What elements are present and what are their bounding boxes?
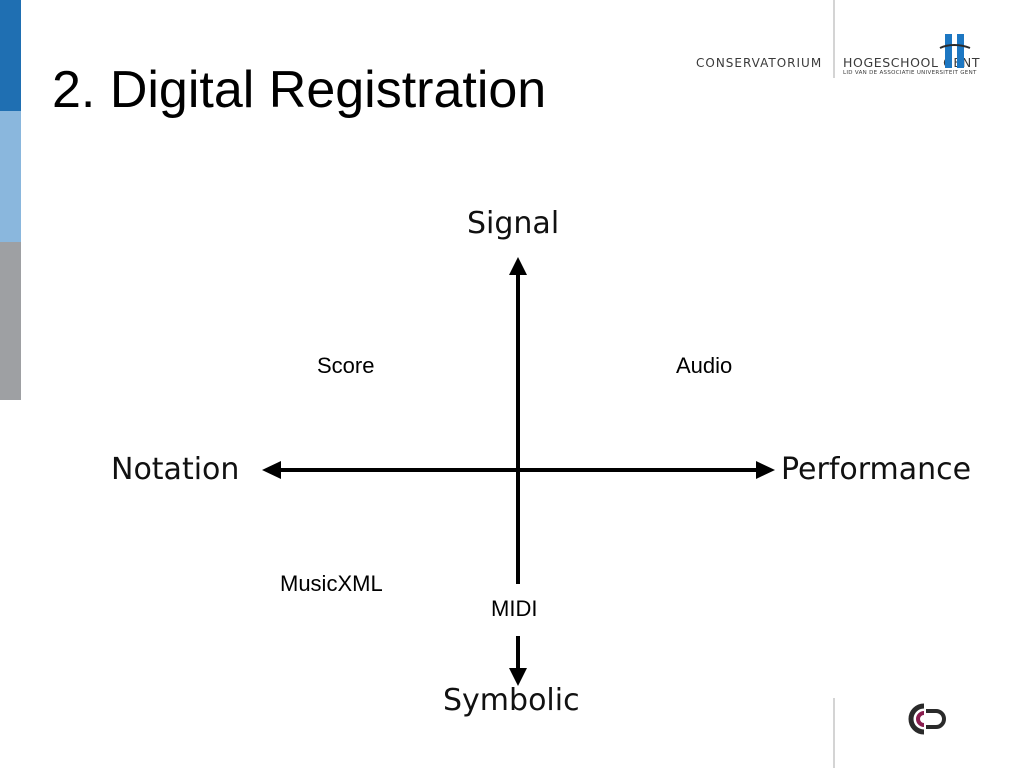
quadrant-label-score: Score (317, 353, 375, 378)
quadrant-label-musicxml: MusicXML (280, 571, 383, 596)
arrow-up-icon (509, 257, 527, 275)
association-logo-text: LID VAN DE ASSOCIATIE UNIVERSITEIT GENT (843, 70, 977, 76)
cgd-logo-icon (908, 703, 946, 735)
axis-label-notation: Notation (111, 452, 240, 487)
accent-bar-gray (0, 242, 21, 400)
hogent-logo-icon (939, 34, 971, 68)
axis-label-symbolic: Symbolic (443, 683, 580, 718)
axis-label-signal: Signal (467, 206, 560, 241)
arrow-left-icon (262, 461, 281, 479)
slide-title: 2. Digital Registration (52, 61, 547, 119)
logo-divider-bottom (833, 698, 835, 768)
axis-label-performance: Performance (781, 452, 972, 487)
quadrant-label-audio: Audio (676, 353, 733, 378)
conservatorium-logo-text: CONSERVATORIUM (696, 56, 823, 70)
arrow-right-icon (756, 461, 775, 479)
arrow-down-icon (509, 668, 527, 686)
logo-divider-top (833, 0, 835, 78)
quadrant-label-midi: MIDI (491, 596, 538, 621)
accent-bar-light-blue (0, 111, 21, 242)
accent-bar-blue (0, 0, 21, 111)
